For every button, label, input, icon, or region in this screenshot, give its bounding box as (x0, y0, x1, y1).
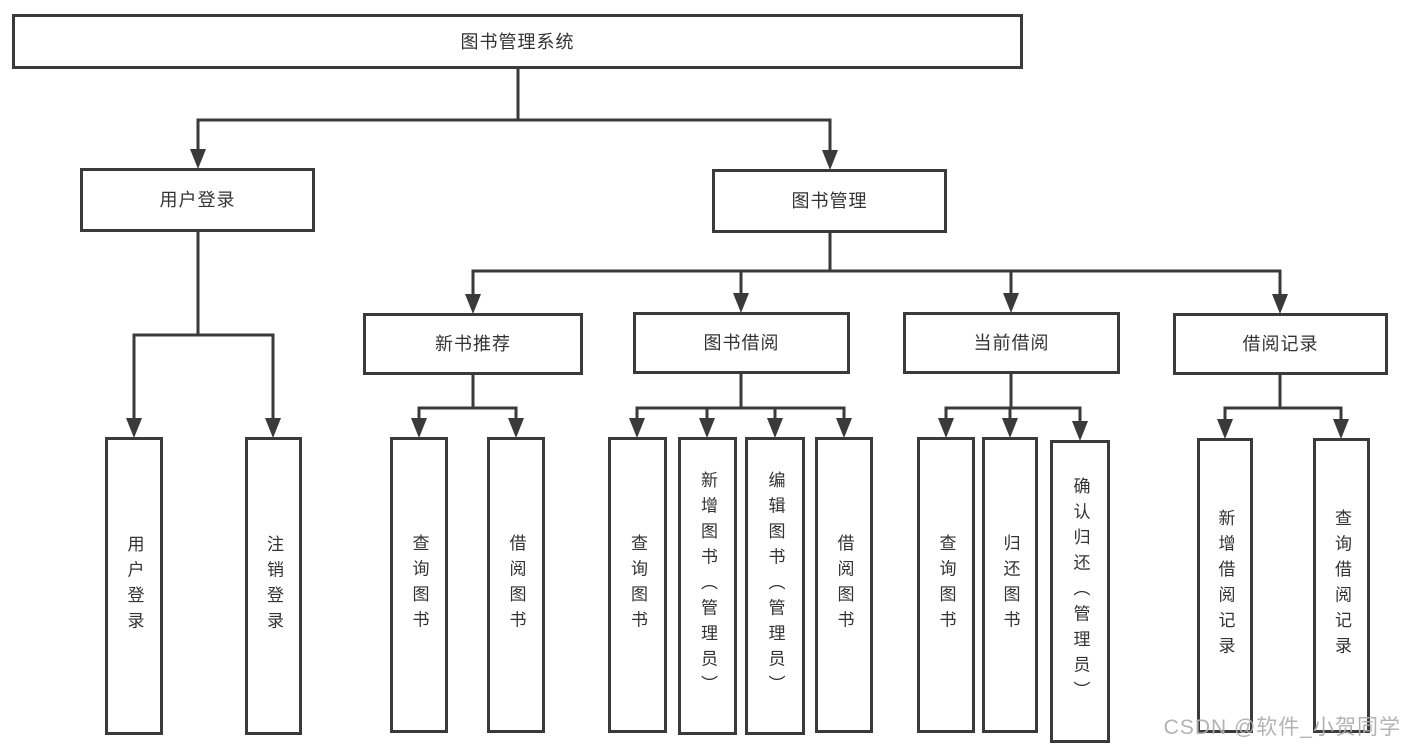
node-ul-login-label: 用户登录 (124, 535, 144, 637)
node-ul-logout-label: 注销登录 (264, 535, 283, 637)
node-cb-return-label: 归还图书 (1000, 534, 1020, 636)
node-root-label: 图书管理系统 (460, 31, 575, 52)
node-current-borrow: 当前借阅 (903, 312, 1120, 374)
node-book-mgmt-label: 图书管理 (791, 191, 868, 211)
node-nb-borrow: 借阅图书 (487, 437, 545, 733)
node-current-borrow-label: 当前借阅 (973, 333, 1050, 353)
node-nb-query-label: 查询图书 (409, 534, 429, 636)
node-bb-borrow-label: 借阅图书 (834, 534, 854, 636)
node-user-login-label: 用户登录 (159, 190, 236, 210)
node-ul-login: 用户登录 (105, 437, 163, 735)
node-borrow-records: 借阅记录 (1173, 313, 1388, 375)
node-borrow-records-label: 借阅记录 (1242, 334, 1319, 354)
node-bb-add-label: 新增图书（管理员） (698, 471, 717, 701)
node-new-book-rec: 新书推荐 (363, 313, 583, 375)
watermark: CSDN @软件_小贺同学 (1163, 716, 1401, 739)
node-cb-confirm: 确认归还（管理员） (1050, 440, 1110, 743)
node-root: 图书管理系统 (12, 14, 1023, 69)
node-bb-borrow: 借阅图书 (815, 437, 873, 733)
node-bb-query: 查询图书 (608, 437, 667, 733)
node-bb-query-label: 查询图书 (628, 534, 647, 636)
node-nb-borrow-label: 借阅图书 (506, 534, 526, 636)
node-ul-logout: 注销登录 (245, 437, 302, 735)
node-new-book-rec-label: 新书推荐 (435, 334, 511, 354)
node-bb-edit: 编辑图书（管理员） (745, 437, 805, 735)
node-bb-edit-label: 编辑图书（管理员） (765, 471, 785, 701)
node-br-query-label: 查询借阅记录 (1332, 509, 1351, 662)
node-cb-query-label: 查询图书 (936, 534, 956, 636)
node-book-borrow-label: 图书借阅 (703, 333, 780, 353)
node-br-query: 查询借阅记录 (1313, 438, 1370, 733)
node-nb-query: 查询图书 (390, 437, 448, 733)
node-cb-confirm-label: 确认归还（管理员） (1070, 476, 1090, 707)
node-book-mgmt: 图书管理 (712, 169, 947, 233)
node-book-borrow: 图书借阅 (633, 312, 850, 374)
node-br-add-label: 新增借阅记录 (1215, 509, 1235, 662)
node-user-login: 用户登录 (80, 168, 315, 232)
node-bb-add: 新增图书（管理员） (678, 437, 737, 735)
node-cb-query: 查询图书 (917, 437, 975, 733)
node-br-add: 新增借阅记录 (1197, 438, 1253, 733)
node-cb-return: 归还图书 (982, 437, 1038, 733)
